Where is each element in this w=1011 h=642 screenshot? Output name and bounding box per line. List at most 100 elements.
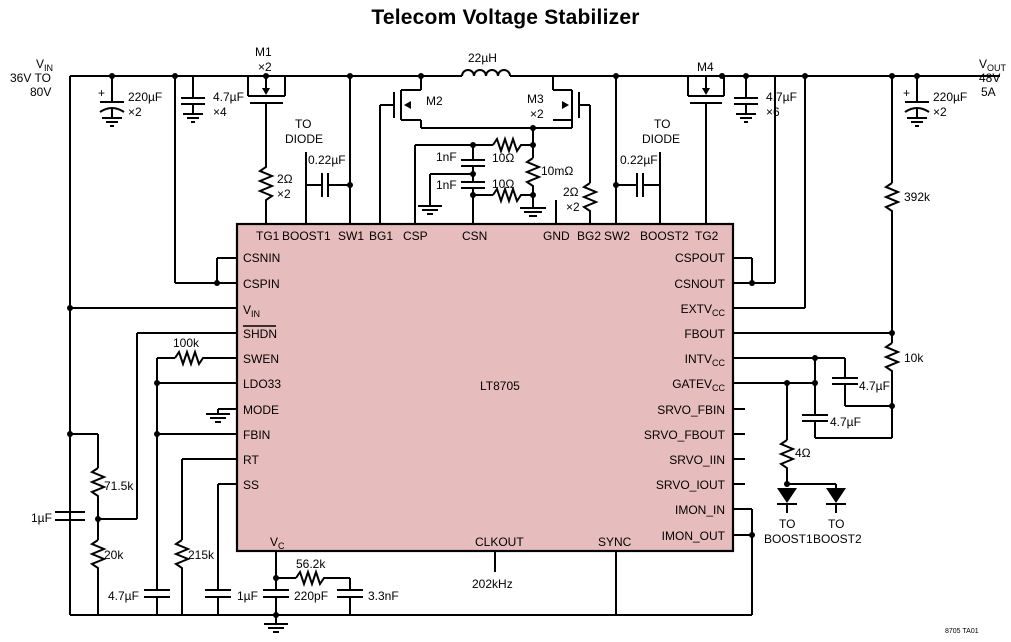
pin-bg2: BG2	[577, 229, 601, 243]
pin-gnd: GND	[543, 229, 570, 243]
output-rail	[510, 73, 1000, 79]
c-ldo-value: 4.7µF	[108, 589, 139, 603]
to-boost2-b: BOOST2	[813, 532, 862, 546]
cspin-wiring	[174, 76, 237, 286]
c-ss-value: 1µF	[237, 589, 258, 603]
vin-range-2: 80V	[30, 85, 51, 99]
output-feedback-divider: 392k 10k	[733, 76, 931, 438]
c-in-cer-mult: ×4	[213, 105, 227, 119]
r-cs1-value: 10Ω	[492, 151, 514, 165]
c-cs1-value: 1nF	[436, 150, 457, 164]
mosfet-m3: M3 ×2	[510, 75, 591, 183]
r-gate1-value: 2Ω	[277, 172, 293, 186]
m3-mult: ×2	[530, 107, 544, 121]
c-cs2-value: 1nF	[436, 178, 457, 192]
vin-range-1: 36V TO	[10, 71, 51, 85]
to-diode2-b: DIODE	[642, 132, 680, 146]
m2-label: M2	[426, 94, 443, 108]
to-boost1-a: TO	[779, 517, 795, 531]
imon-wiring	[733, 508, 755, 615]
c-out-bulk-value: 220µF	[933, 90, 967, 104]
m1-mult: ×2	[258, 60, 272, 74]
inductor-value: 22µH	[468, 51, 497, 65]
c-in-bulk-value: 220µF	[128, 90, 162, 104]
figure-code: 8705 TA01	[945, 628, 979, 635]
pin-clkout: CLKOUT	[475, 535, 524, 549]
resistor-gate1: 2Ω ×2	[257, 160, 293, 224]
c-vc2-value: 3.3nF	[368, 589, 399, 603]
mosfet-m1: M1 ×2	[247, 45, 286, 160]
pin-csnin: CSNIN	[243, 251, 280, 265]
pin-shdn: SHDN	[243, 327, 277, 341]
to-boost2-a: TO	[828, 517, 844, 531]
c-gatevcc-value: 4.7µF	[830, 415, 861, 429]
ic-name: LT8705	[480, 379, 520, 393]
lt8705-chip	[235, 222, 735, 553]
to-diode1-b: DIODE	[285, 132, 323, 146]
svg-text:+: +	[903, 86, 910, 100]
r-gate2-value: 2Ω	[563, 185, 579, 199]
diagram-title: Telecom Voltage Stabilizer	[371, 6, 640, 29]
csout-wiring	[733, 76, 776, 286]
vc-compensation: 56.2k 3.3nF 220pF	[263, 551, 399, 633]
vin-decoupling-capacitor: 1µF	[31, 308, 85, 525]
boost2-capacitor: 0.22µF	[613, 152, 661, 224]
srvo-pin-stubs	[733, 408, 745, 485]
r-cs2-value: 10Ω	[492, 177, 514, 191]
r-gate2-mult: ×2	[566, 200, 580, 214]
pin-bg1: BG1	[369, 229, 393, 243]
input-bulk-capacitor: + 220µF ×2	[98, 76, 162, 127]
c-out-bulk-mult: ×2	[933, 105, 947, 119]
vout-current: 5A	[981, 85, 996, 99]
mosfet-m4: M4	[687, 60, 725, 224]
svg-text:+: +	[98, 86, 105, 100]
m3-label: M3	[527, 92, 544, 106]
r-vc-value: 56.2k	[296, 557, 326, 571]
pin-cspout: CSPOUT	[675, 251, 726, 265]
c-in-bulk-mult: ×2	[128, 105, 142, 119]
r-swen-value: 100k	[173, 336, 200, 350]
output-bulk-capacitor: + 220µF ×2	[903, 76, 967, 127]
right-pin-labels: CSPOUT CSNOUT EXTVCC FBOUT INTVCC GATEVC…	[644, 251, 726, 543]
r-fb-bot-value: 10k	[904, 351, 924, 365]
m4-label: M4	[697, 60, 714, 74]
to-diode1-a: TO	[295, 117, 311, 131]
boost-diodes: 4Ω TO BOOST1 TO BOOST2	[764, 383, 862, 546]
output-ceramic-capacitor: 4.7µF ×6	[734, 76, 797, 123]
pin-mode: MODE	[243, 403, 279, 417]
clkout-stub: 202kHz	[472, 551, 513, 591]
c-out-cer-mult: ×6	[766, 105, 780, 119]
inductor: 22µH	[421, 51, 511, 77]
r-4ohm-value: 4Ω	[795, 446, 811, 460]
sense-path: 10mΩ	[421, 125, 573, 217]
to-diode2-a: TO	[654, 117, 670, 131]
c-boost1-value: 0.22µF	[308, 153, 346, 167]
intvcc-gatevcc-caps: 4.7µF 4.7µF	[733, 355, 895, 439]
c-intvcc-value: 4.7µF	[859, 379, 890, 393]
pin-csnout: CSNOUT	[674, 277, 725, 291]
r-fbin-bot-value: 20k	[104, 548, 124, 562]
extvcc-wiring	[733, 73, 808, 309]
r-fbin-top-value: 71.5k	[104, 479, 134, 493]
input-ceramic-capacitor: 4.7µF ×4	[181, 76, 244, 123]
pin-sync: SYNC	[598, 535, 632, 549]
c-out-cer-value: 4.7µF	[766, 90, 797, 104]
mosfet-m2: M2	[379, 76, 443, 224]
pin-srvo-fbin: SRVO_FBIN	[657, 403, 725, 417]
pin-sw2: SW2	[604, 229, 630, 243]
pin-cspin: CSPIN	[243, 277, 280, 291]
pin-boost1: BOOST1	[282, 229, 331, 243]
input-feedback-divider: 71.5k 20k	[70, 332, 237, 615]
pin-csp: CSP	[403, 229, 428, 243]
m1-label: M1	[255, 45, 272, 59]
vout-voltage: 48V	[979, 71, 1000, 85]
r-sense-value: 10mΩ	[541, 164, 573, 178]
pin-ldo33: LDO33	[243, 377, 281, 391]
pin-fbin: FBIN	[243, 428, 270, 442]
top-pin-labels: TG1 BOOST1 SW1 BG1 CSP CSN GND BG2 SW2 B…	[256, 229, 719, 243]
mode-ground	[206, 408, 237, 423]
pin-imon-in: IMON_IN	[675, 503, 725, 517]
pin-tg1: TG1	[256, 229, 280, 243]
pin-sw1: SW1	[338, 229, 364, 243]
to-boost1-b: BOOST1	[764, 532, 813, 546]
